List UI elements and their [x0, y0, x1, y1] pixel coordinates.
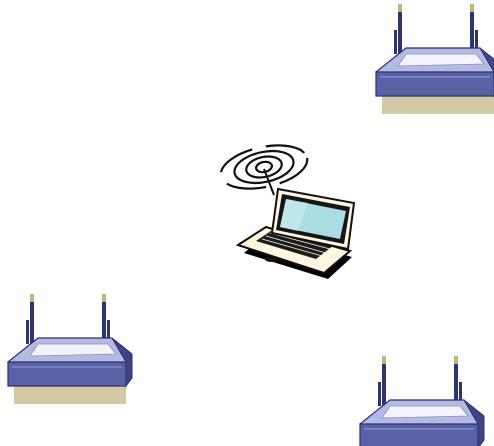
router-bottom-left-icon — [8, 294, 132, 404]
wireless-signal-icon — [217, 138, 311, 195]
router-bottom-right-icon — [360, 356, 484, 446]
laptop-icon — [217, 138, 354, 279]
router-top-right-icon — [376, 4, 494, 114]
